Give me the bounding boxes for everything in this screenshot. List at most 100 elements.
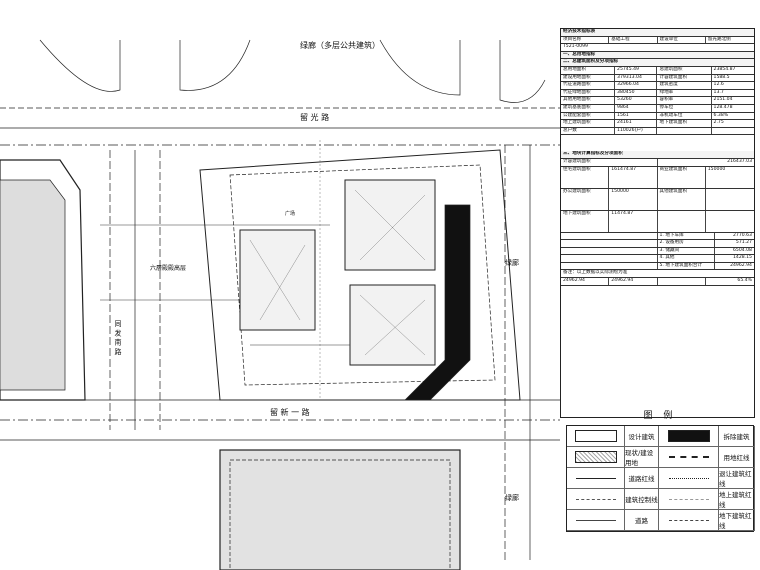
table-cell: 23854.87 bbox=[713, 66, 736, 72]
table-cell: 地上建筑面积 bbox=[561, 120, 616, 127]
economic-indicator-table: 经济技术指标表 项目名称 基础工程 建设单位 留光路北侧 T521-0099 一… bbox=[560, 28, 755, 418]
table-cell: 总建筑面积 bbox=[657, 66, 712, 74]
table-row: 2. 设备用房 571.27 bbox=[561, 240, 754, 248]
table-cell: 建设用地面积 bbox=[561, 74, 616, 82]
legend-swatch bbox=[567, 426, 625, 447]
table-cell: 1588.5 bbox=[713, 74, 730, 80]
table-cell: 停车位 bbox=[657, 104, 712, 112]
table-cell: 53260 bbox=[615, 97, 658, 104]
table-cell: 计容建筑面积 bbox=[657, 74, 712, 82]
table-cell: 建筑密度 bbox=[657, 82, 712, 89]
table-cell: 代征绿地面积 bbox=[561, 89, 616, 97]
bottom-road-label: 留 新 一 路 bbox=[270, 407, 310, 417]
legend-symbol bbox=[574, 430, 617, 442]
table-cell: 办公建筑面积 bbox=[561, 188, 610, 210]
table-cell: 32966.04 bbox=[615, 82, 658, 89]
legend-swatch bbox=[659, 447, 719, 468]
legend-symbol bbox=[668, 477, 709, 479]
legend-label: 拆除建筑 bbox=[719, 426, 755, 447]
table-cell: 非机动车位 bbox=[657, 112, 712, 120]
table-cell: 2. 设备用房 bbox=[658, 240, 716, 247]
table-cell: 380450 bbox=[615, 89, 658, 97]
table-cell: 11474.87 bbox=[609, 210, 658, 232]
table-cell: 地下建筑面积 bbox=[561, 210, 610, 232]
table-cell: 150000 bbox=[609, 188, 658, 210]
legend-swatch bbox=[659, 468, 719, 489]
table-cell bbox=[561, 255, 658, 262]
table-note: 备注：以上数据以实际测绘为准 bbox=[563, 270, 628, 276]
table-cell: 公建配套面积 bbox=[561, 112, 616, 120]
top-road-label: 留 光 路 bbox=[300, 112, 329, 122]
site-plan-drawing: 绿廊（多层公共建筑） 留 光 路 同 发 南 路 留 新 一 路 六層殿殿高层 … bbox=[0, 39, 560, 570]
table-cell: 9864 bbox=[615, 104, 658, 112]
table-cell: 总用地面积 bbox=[561, 66, 616, 74]
table-cell: 128.478 bbox=[713, 104, 733, 110]
legend-swatch bbox=[567, 489, 625, 510]
project-number: T521-0099 bbox=[563, 44, 588, 50]
legend-swatch bbox=[567, 468, 625, 489]
plaza-label: 广场 bbox=[285, 210, 295, 217]
legend-swatch bbox=[659, 426, 719, 447]
legend-label: 现状/建设用地 bbox=[625, 447, 659, 468]
table-cell: 4. 其他 bbox=[658, 255, 716, 262]
legend-swatch bbox=[567, 447, 625, 468]
legend-label: 设计建筑 bbox=[625, 426, 659, 447]
table-cell: 容积率 bbox=[657, 97, 712, 104]
table-cell: 379313.04 bbox=[615, 74, 658, 82]
table-row: 5. 地下建筑面积合计 24962.94 bbox=[561, 262, 754, 271]
legend-label: 地下建筑红线 bbox=[719, 510, 755, 531]
table-cell: 总户数 bbox=[561, 127, 616, 135]
legend-label: 建筑控制线 bbox=[625, 489, 659, 510]
table-cell: 110026(户) bbox=[615, 127, 658, 135]
table-cell: 24962.94 bbox=[730, 262, 752, 268]
legend-grid: 设计建筑拆除建筑现状/建设用地用地红线道路红线退让建筑红线建筑控制线地上建筑红线… bbox=[566, 425, 755, 532]
table-cell: 12.6 bbox=[713, 82, 724, 88]
legend-swatch bbox=[659, 489, 719, 510]
legend-swatch bbox=[659, 510, 719, 531]
legend-label: 退让建筑红线 bbox=[719, 468, 755, 489]
table-cell bbox=[657, 127, 712, 135]
table-cell: 6504.08 bbox=[732, 247, 752, 253]
table-cell: 商业建筑面积 bbox=[658, 166, 706, 188]
table-cell bbox=[561, 232, 658, 240]
bottom-right-green-label: 绿廊 bbox=[505, 493, 519, 502]
table-cell: 2.75 bbox=[713, 120, 724, 126]
table-cell: 1561 bbox=[615, 112, 658, 120]
table-cell: 571.27 bbox=[735, 240, 752, 246]
legend-symbol bbox=[667, 430, 710, 442]
table-cell: 161474.87 bbox=[609, 166, 658, 188]
table-cell: 2770.63 bbox=[732, 232, 752, 238]
table-cell bbox=[561, 240, 658, 247]
table-cell: 25745.49 bbox=[615, 66, 658, 74]
legend-symbol bbox=[575, 519, 616, 521]
table-cell: 其他建筑面积 bbox=[658, 188, 706, 210]
table-cell bbox=[561, 247, 658, 255]
north-green-label: 绿廊（多层公共建筑） bbox=[300, 40, 380, 50]
legend-symbol bbox=[575, 477, 616, 479]
table-cell: 地下建筑面积 bbox=[657, 120, 712, 127]
legend-label: 道路红线 bbox=[625, 468, 659, 489]
table-cell bbox=[712, 128, 754, 135]
right-green-label: 绿廊 bbox=[505, 258, 519, 267]
section-2: 二、总建筑面积及分项指标 bbox=[563, 59, 619, 65]
table-cell: 5. 地下建筑面积合计 bbox=[658, 262, 716, 270]
table-cell: 绿地率 bbox=[657, 89, 712, 97]
legend-symbol bbox=[575, 498, 616, 500]
legend-symbol bbox=[668, 519, 709, 521]
table-cell: 1428.15 bbox=[732, 255, 752, 261]
legend-symbol bbox=[668, 456, 709, 458]
table-cell: 6.38% bbox=[713, 112, 729, 118]
legend-title: 图 例 bbox=[643, 411, 677, 421]
